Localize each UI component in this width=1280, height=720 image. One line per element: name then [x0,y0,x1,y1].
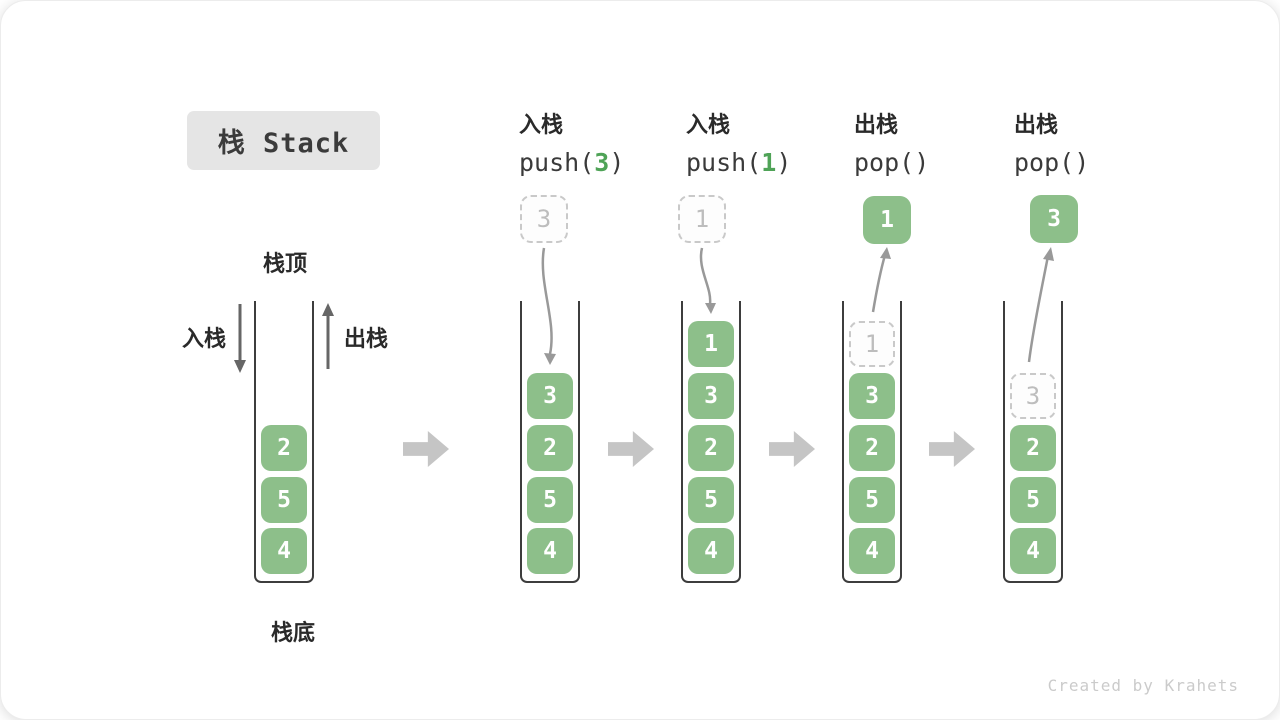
stack-top-label: 栈顶 [262,252,307,277]
stack-cell: 4 [1010,528,1056,574]
stack-well-3 [842,301,902,583]
code-text: ) [776,148,792,177]
step-arrow-icon [769,431,815,467]
stack-cell: 1 [688,321,734,367]
stack-cell: 2 [1010,425,1056,471]
popped-slot: 1 [849,321,895,367]
operation-code: push(1) [686,148,866,177]
watermark: Created by Krahets [1047,676,1239,695]
code-text: push( [686,148,762,177]
code-text: push( [519,148,595,177]
operation-header-pop1: 出栈 pop() [854,107,1034,177]
stack-cell: 2 [688,425,734,471]
stack-cell: 2 [527,425,573,471]
operation-header-pop3: 出栈 pop() [1014,107,1194,177]
operation-code: push(3) [519,148,699,177]
stack-well-0 [254,301,314,583]
operation-header-push1: 入栈 push(1) [686,107,866,177]
popped-slot: 3 [1010,373,1056,419]
title-badge: 栈 Stack [187,111,380,170]
stack-cell: 4 [849,528,895,574]
operation-code: pop() [1014,148,1194,177]
stack-well-2 [681,301,741,583]
incoming-value-box: 3 [520,195,568,243]
popped-value-box: 1 [863,196,911,244]
operation-code: pop() [854,148,1034,177]
popped-value-box: 3 [1030,195,1078,243]
code-text: ) [914,148,930,177]
code-text: pop( [854,148,915,177]
code-arg: 1 [761,148,777,177]
stack-cell: 3 [849,373,895,419]
incoming-value-box: 1 [678,195,726,243]
stack-cell: 2 [261,425,307,471]
pop-direction-label: 出栈 [344,327,389,352]
pop-up-arrow-icon [322,303,334,369]
step-arrow-icon [929,431,975,467]
stack-cell: 4 [527,528,573,574]
stack-cell: 3 [527,373,573,419]
stack-cell: 4 [688,528,734,574]
push-direction-label: 入栈 [181,327,226,352]
operation-label: 入栈 [686,113,731,138]
stack-cell: 5 [527,477,573,523]
push-down-arrow-icon [234,304,246,373]
stack-cell: 5 [1010,477,1056,523]
stack-cell: 5 [688,477,734,523]
code-text: ) [609,148,625,177]
stack-well-1 [520,301,580,583]
operation-label: 出栈 [854,113,899,138]
step-arrow-icon [608,431,654,467]
code-arg: 3 [594,148,610,177]
stack-well-4 [1003,301,1063,583]
operation-label: 出栈 [1014,113,1059,138]
stack-cell: 5 [849,477,895,523]
operation-header-push3: 入栈 push(3) [519,107,699,177]
code-text: pop( [1014,148,1075,177]
step-arrow-icon [403,431,449,467]
stack-cell: 2 [849,425,895,471]
operation-label: 入栈 [519,113,564,138]
code-text: ) [1074,148,1090,177]
stack-cell: 4 [261,528,307,574]
stack-bottom-label: 栈底 [270,621,315,646]
stack-cell: 3 [688,373,734,419]
stack-cell: 5 [261,477,307,523]
